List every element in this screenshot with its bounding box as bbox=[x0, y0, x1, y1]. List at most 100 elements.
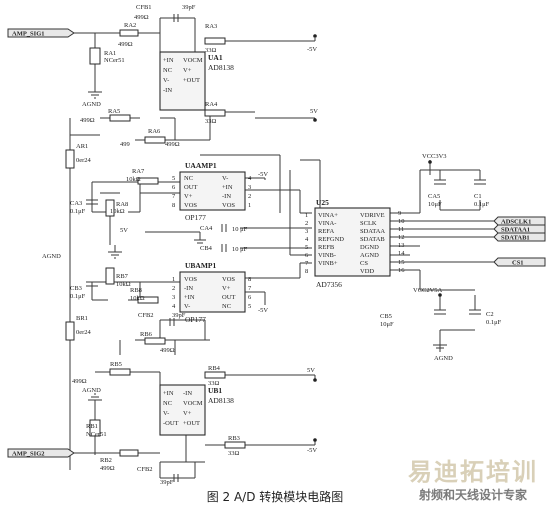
ub1-ref: UB1 bbox=[208, 386, 222, 395]
figure-caption: 图 2 A/D 转换模块电路图 bbox=[206, 490, 344, 504]
adc-u25: U25 AD7356 VINA+ VINA- REFA REFGND REFB … bbox=[305, 198, 405, 289]
svg-text:SDATAB: SDATAB bbox=[360, 236, 385, 243]
svg-text:10kΩ: 10kΩ bbox=[116, 281, 131, 288]
svg-text:33Ω: 33Ω bbox=[208, 380, 220, 387]
capacitor-cfb1 bbox=[173, 14, 179, 22]
svg-text:V-: V- bbox=[184, 303, 190, 310]
resistor-rb5 bbox=[109, 368, 131, 376]
resistor-ra4 bbox=[204, 109, 226, 117]
svg-text:499Ω: 499Ω bbox=[118, 41, 133, 48]
ubamp1-part: OP177 bbox=[185, 315, 206, 324]
svg-text:SDATAA: SDATAA bbox=[360, 228, 385, 235]
opamp-uaamp1: UAAMP1 OP177 NC OUT V+ VOS 5 6 7 8 V- +I… bbox=[172, 161, 252, 222]
capacitor-ca3 bbox=[86, 199, 98, 205]
capacitors: CFB1 39pF 499Ω CFB2 39pF CFB2 39pF CA3 0… bbox=[70, 4, 502, 486]
svg-text:15: 15 bbox=[398, 259, 405, 266]
svg-text:RA7: RA7 bbox=[132, 168, 145, 175]
svg-text:10kΩ: 10kΩ bbox=[126, 176, 141, 183]
svg-text:3: 3 bbox=[305, 228, 308, 235]
output-sclk-label: ADSCLK1 bbox=[501, 219, 531, 226]
svg-text:2: 2 bbox=[172, 285, 175, 292]
svg-text:1: 1 bbox=[305, 212, 308, 219]
agnd-label: AGND bbox=[82, 101, 101, 108]
svg-text:VINA+: VINA+ bbox=[318, 212, 338, 219]
uaamp1-part: OP177 bbox=[185, 213, 206, 222]
svg-text:CA4: CA4 bbox=[200, 225, 213, 232]
power-symbols: -5V 5V 5V 5V -5V -5V -5V AGND AGND AGND … bbox=[42, 34, 453, 454]
svg-text:REFA: REFA bbox=[318, 228, 334, 235]
agnd-label: AGND bbox=[42, 253, 61, 260]
svg-text:BR1: BR1 bbox=[76, 315, 88, 322]
wiring bbox=[69, 17, 498, 479]
svg-text:OUT: OUT bbox=[222, 294, 235, 301]
resistor-rb4 bbox=[204, 371, 226, 379]
neg5v-label: -5V bbox=[258, 307, 268, 314]
svg-text:499Ω: 499Ω bbox=[160, 347, 175, 354]
svg-text:AR1: AR1 bbox=[76, 143, 88, 150]
capacitor-cr1 bbox=[474, 179, 486, 185]
capacitor-cb5 bbox=[434, 309, 446, 315]
svg-text:-IN: -IN bbox=[222, 193, 231, 200]
ua1-pin-label: V- bbox=[163, 77, 169, 84]
svg-text:RB7: RB7 bbox=[116, 273, 129, 280]
svg-text:10kΩ: 10kΩ bbox=[110, 208, 125, 215]
svg-text:SCLK: SCLK bbox=[360, 220, 377, 227]
svg-text:1: 1 bbox=[172, 276, 175, 283]
resistors: RA1 NCer51 RA2 499Ω RA3 33Ω RA4 33Ω RA5 … bbox=[65, 22, 246, 472]
ub1-pin-label: -IN bbox=[183, 390, 192, 397]
svg-text:10: 10 bbox=[398, 218, 405, 225]
watermark-title: 易迪拓培训 bbox=[408, 458, 538, 486]
svg-text:CFB2: CFB2 bbox=[138, 312, 154, 319]
svg-text:VOS: VOS bbox=[184, 202, 197, 209]
watermark-subtitle: 射频和天线设计专家 bbox=[418, 488, 527, 502]
svg-text:0.1μF: 0.1μF bbox=[70, 208, 86, 215]
ua1-pin-label: NC bbox=[163, 67, 172, 74]
svg-text:VINA-: VINA- bbox=[318, 220, 336, 227]
ub1-pin-label: V- bbox=[163, 410, 169, 417]
svg-text:7: 7 bbox=[248, 285, 252, 292]
svg-text:C2: C2 bbox=[486, 311, 494, 318]
pos5v-label: 5V bbox=[307, 367, 315, 374]
resistor-ra5 bbox=[109, 114, 131, 122]
svg-text:33Ω: 33Ω bbox=[205, 47, 217, 54]
svg-text:VOS: VOS bbox=[222, 276, 235, 283]
agnd-label: AGND bbox=[434, 355, 453, 362]
svg-text:8: 8 bbox=[305, 268, 308, 275]
svg-text:+IN: +IN bbox=[184, 294, 195, 301]
svg-text:10μF: 10μF bbox=[380, 321, 394, 328]
ua1-pin-label: VOCM bbox=[183, 57, 203, 64]
adc-part: AD7356 bbox=[316, 280, 342, 289]
svg-text:OUT: OUT bbox=[184, 184, 197, 191]
svg-text:RB4: RB4 bbox=[208, 365, 221, 372]
svg-text:NCer51: NCer51 bbox=[86, 431, 107, 438]
vcc25-label: VCC2V5A bbox=[413, 287, 443, 294]
svg-text:V+: V+ bbox=[184, 193, 193, 200]
svg-text:10 μF: 10 μF bbox=[232, 226, 248, 233]
svg-text:4: 4 bbox=[305, 236, 309, 243]
ubamp1-right-pins: VOS V+ OUT NC 8 7 6 5 bbox=[222, 276, 252, 310]
svg-text:0.1μF: 0.1μF bbox=[474, 201, 490, 208]
svg-text:0er24: 0er24 bbox=[76, 157, 92, 164]
ub1-pin-label: +IN bbox=[163, 390, 174, 397]
svg-text:NC: NC bbox=[184, 175, 193, 182]
svg-text:VDRIVE: VDRIVE bbox=[360, 212, 385, 219]
svg-text:VOS: VOS bbox=[222, 202, 235, 209]
svg-text:8: 8 bbox=[248, 276, 251, 283]
svg-text:AGND: AGND bbox=[360, 252, 379, 259]
svg-text:3: 3 bbox=[248, 184, 251, 191]
svg-text:V-: V- bbox=[222, 175, 228, 182]
svg-text:499Ω: 499Ω bbox=[165, 141, 180, 148]
svg-text:CA5: CA5 bbox=[428, 193, 440, 200]
svg-text:CB4: CB4 bbox=[200, 245, 213, 252]
input-port-bottom: AMP_SIG2 bbox=[7, 448, 75, 458]
svg-text:2: 2 bbox=[305, 220, 308, 227]
svg-text:39pF: 39pF bbox=[160, 479, 174, 486]
svg-text:0.1μF: 0.1μF bbox=[486, 319, 502, 326]
svg-text:39pF: 39pF bbox=[172, 312, 186, 319]
opamp-ub1: +IN NC V- -OUT -IN VOCM V+ +OUT UB1 AD81… bbox=[159, 384, 234, 436]
ub1-pin-label: V+ bbox=[183, 410, 192, 417]
svg-text:16: 16 bbox=[398, 267, 405, 274]
capacitor-cr2 bbox=[469, 309, 481, 315]
svg-text:CB5: CB5 bbox=[380, 313, 392, 320]
